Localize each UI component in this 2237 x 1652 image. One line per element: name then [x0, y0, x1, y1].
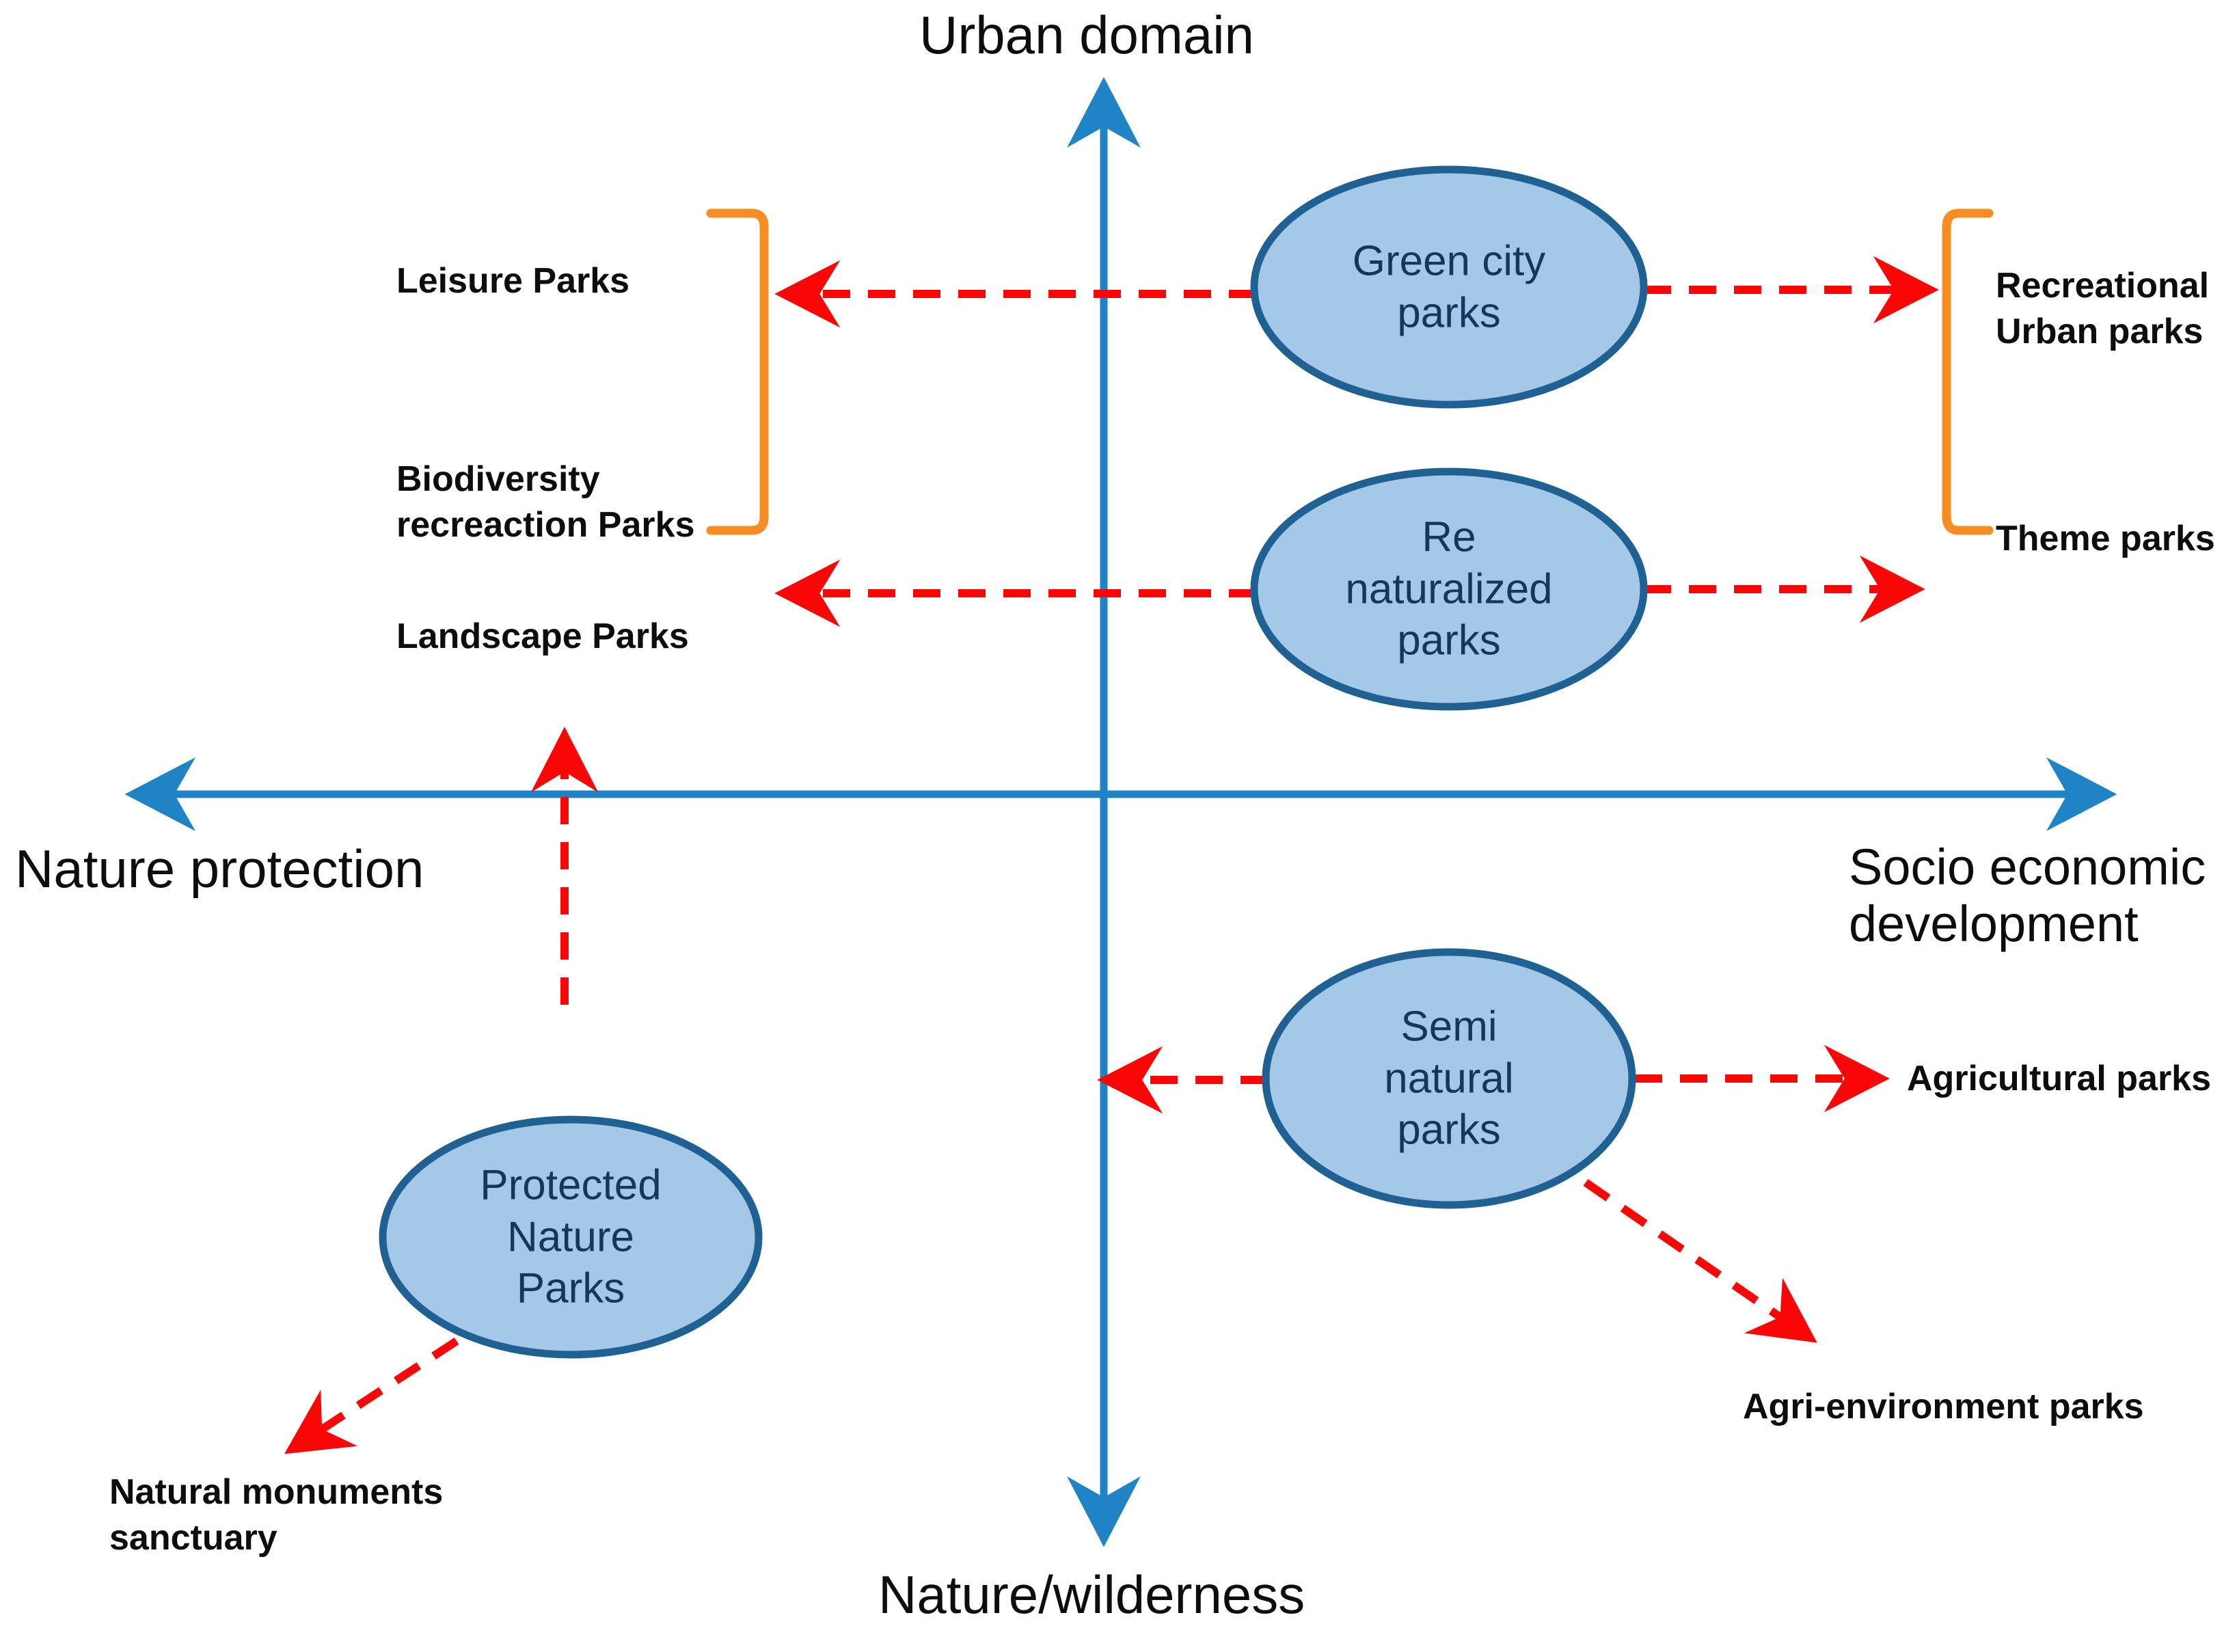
- node-re-naturalized-parks[interactable]: [1250, 468, 1648, 711]
- right-bracket: [1942, 208, 1994, 535]
- axis-label-nature-wilderness: Nature/wilderness: [878, 1565, 1305, 1625]
- node-protected-nature-parks[interactable]: [379, 1115, 763, 1359]
- label-recreational-urban-parks: Recreational Urban parks: [1996, 266, 2210, 351]
- label-landscape-parks: Landscape Parks: [396, 617, 689, 656]
- label-agricultural-parks: Agricultural parks: [1907, 1059, 2212, 1098]
- node-ellipses: [379, 165, 1648, 1359]
- connector-protected-to-natural-monuments: [284, 1337, 459, 1454]
- label-theme-parks: Theme parks: [1996, 519, 2215, 558]
- label-biodiversity-recreation-parks: Biodiversity recreaction Parks: [396, 459, 695, 545]
- label-leisure-parks: Leisure Parks: [396, 261, 630, 301]
- connector-seminatural-to-agrienvironment: [1583, 1179, 1817, 1343]
- axis-label-nature-protection: Nature protection: [15, 839, 424, 899]
- axis-label-socio-economic-development: Socio economic development: [1849, 839, 2206, 952]
- node-semi-natural-parks[interactable]: [1262, 948, 1636, 1209]
- label-agri-environment-parks: Agri-environment parks: [1743, 1387, 2144, 1426]
- axis-label-urban-domain: Urban domain: [919, 5, 1254, 65]
- node-green-city-parks[interactable]: [1250, 165, 1648, 409]
- label-natural-monuments-sanctuary: Natural monuments sanctuary: [109, 1472, 444, 1558]
- left-bracket: [706, 208, 769, 535]
